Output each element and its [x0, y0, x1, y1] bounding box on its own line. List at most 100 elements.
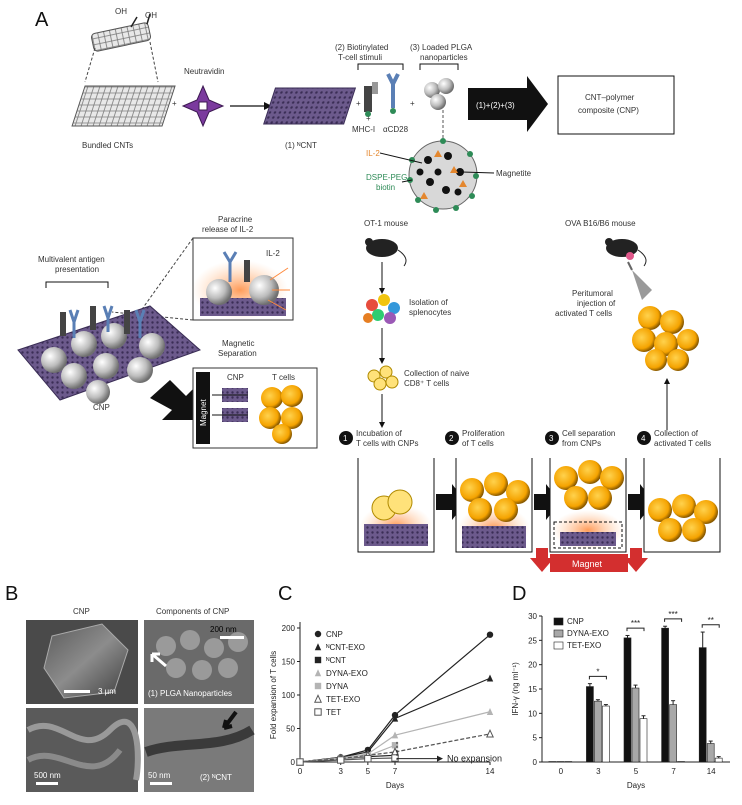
isolation-label-1: Isolation of	[409, 298, 448, 307]
c-legend-marker	[315, 631, 321, 637]
peri-label-3: activated T cells	[555, 309, 612, 318]
c-legend-label: TET-EXO	[326, 695, 360, 704]
single-cnt-illustration	[91, 14, 151, 52]
bundled-cnts-label: Bundled CNTs	[82, 141, 133, 150]
d-x-tick-label: 3	[596, 767, 601, 776]
step-1-line-2: T cells with CNPs	[356, 439, 419, 448]
b-components-title: Components of CNP	[156, 607, 229, 616]
cnp-label: CNP	[93, 403, 110, 412]
splenocytes-icon	[363, 294, 400, 324]
step-3-line-1: Cell separation	[562, 429, 615, 438]
magnetic-label-1: Magnetic	[222, 339, 254, 348]
step-2-line-2: of T cells	[462, 439, 494, 448]
c-legend-marker	[315, 643, 321, 650]
combine-label: (1)+(2)+(3)	[476, 101, 515, 110]
c-x-tick-label: 14	[486, 767, 495, 776]
c-legend-marker	[315, 669, 321, 676]
cnp-box-label: CNP	[227, 373, 244, 382]
c-legend-label: DYNA	[326, 682, 349, 691]
magnetite-label: Magnetite	[496, 169, 532, 178]
d-significance-bracket	[589, 676, 606, 679]
il2-inset-label: IL-2	[266, 249, 280, 258]
d-y-tick-label: 0	[533, 758, 538, 767]
c-x-tick-label: 7	[393, 767, 398, 776]
d-legend-label: DYNA-EXO	[567, 629, 609, 638]
paracrine-label-1: Paracrine	[218, 215, 253, 224]
ncnt-b-label: (2) ᴺCNT	[200, 773, 232, 782]
d-significance-label: ***	[668, 610, 677, 619]
c-legend-label: TET	[326, 708, 341, 717]
c-x-tick-label: 3	[338, 767, 343, 776]
d-y-axis-label: IFN-γ (ng ml⁻¹)	[511, 662, 520, 716]
plus-3: +	[366, 114, 371, 123]
d-bar	[602, 706, 609, 762]
step-3-line-2: from CNPs	[562, 439, 601, 448]
composite-box	[558, 76, 674, 134]
plus-2: +	[356, 99, 361, 108]
step-3: 3 Cell separation from CNPs	[545, 429, 615, 448]
isolation-label-2: splenocytes	[409, 308, 451, 317]
step-1-line-1: Incubation of	[356, 429, 403, 438]
c-y-tick-label: 200	[282, 624, 296, 633]
c-legend-marker	[315, 683, 321, 689]
step-4: 4 Collection of activated T cells	[637, 429, 711, 448]
d-significance-bracket	[665, 619, 682, 622]
plus-4: +	[410, 99, 415, 108]
dspe-label-1: DSPE-PEG	[366, 173, 407, 182]
il2-label: IL-2	[366, 149, 380, 158]
d-x-tick-label: 14	[707, 767, 716, 776]
b-cnp-title: CNP	[73, 607, 90, 616]
scale-3um: 3 µm	[98, 687, 116, 696]
composite-label-1: CNT–polymer	[585, 93, 635, 102]
c-legend-marker	[315, 695, 321, 702]
d-y-tick-label: 30	[528, 612, 537, 621]
bundled-cnts-illustration	[72, 86, 175, 126]
c-legend-marker	[315, 709, 321, 715]
peri-label-1: Peritumoral	[572, 289, 613, 298]
collection-label-2: CD8⁺ T cells	[404, 379, 449, 388]
step-3-number: 3	[549, 434, 554, 443]
syringe-icon	[628, 262, 652, 300]
step-2-number: 2	[449, 434, 454, 443]
d-legend-label: CNP	[567, 617, 584, 626]
c-data-point	[297, 759, 303, 765]
c-y-axis-label: Fold expansion of T cells	[269, 651, 278, 739]
d-bar	[662, 628, 669, 762]
mhc-label: MHC-I	[352, 125, 375, 134]
loaded-title-2: nanoparticles	[420, 53, 468, 62]
stimuli-title-1: (2) Biotinylated	[335, 43, 388, 52]
acd28-antibody-icon	[388, 74, 398, 114]
c-x-tick-label: 0	[298, 767, 303, 776]
c-data-point	[487, 632, 493, 638]
c-x-tick-label: 5	[366, 767, 371, 776]
neutravidin-label: Neutravidin	[184, 67, 224, 76]
step-2-line-1: Proliferation	[462, 429, 505, 438]
panel-c-letter: C	[278, 583, 292, 605]
d-x-tick-label: 7	[671, 767, 676, 776]
multivalent-label-1: Multivalent antigen	[38, 255, 105, 264]
step-4-line-2: activated T cells	[654, 439, 711, 448]
c-data-point	[338, 757, 344, 763]
ova-mouse-label: OVA B16/B6 mouse	[565, 219, 636, 228]
c-legend-marker	[315, 657, 321, 663]
multivalent-label-2: presentation	[55, 265, 99, 274]
d-x-tick-label: 0	[559, 767, 564, 776]
d-legend-swatch	[554, 618, 563, 625]
c-legend-label: DYNA-EXO	[326, 669, 368, 678]
ncnt-label: (1) ᴺCNT	[285, 141, 317, 150]
d-legend-label: TET-EXO	[567, 641, 601, 650]
c-data-point	[365, 755, 371, 761]
step-4-number: 4	[641, 434, 646, 443]
d-y-tick-label: 25	[528, 636, 537, 645]
c-annotation-label: No expansion	[447, 754, 502, 764]
peri-label-2: injection of	[577, 299, 616, 308]
d-bar	[640, 719, 647, 762]
d-y-tick-label: 5	[533, 734, 538, 743]
d-significance-bracket	[627, 628, 644, 631]
step-4-line-1: Collection of	[654, 429, 699, 438]
plga-nanoparticles-icon	[424, 78, 454, 110]
panel-b-letter: B	[5, 583, 18, 605]
